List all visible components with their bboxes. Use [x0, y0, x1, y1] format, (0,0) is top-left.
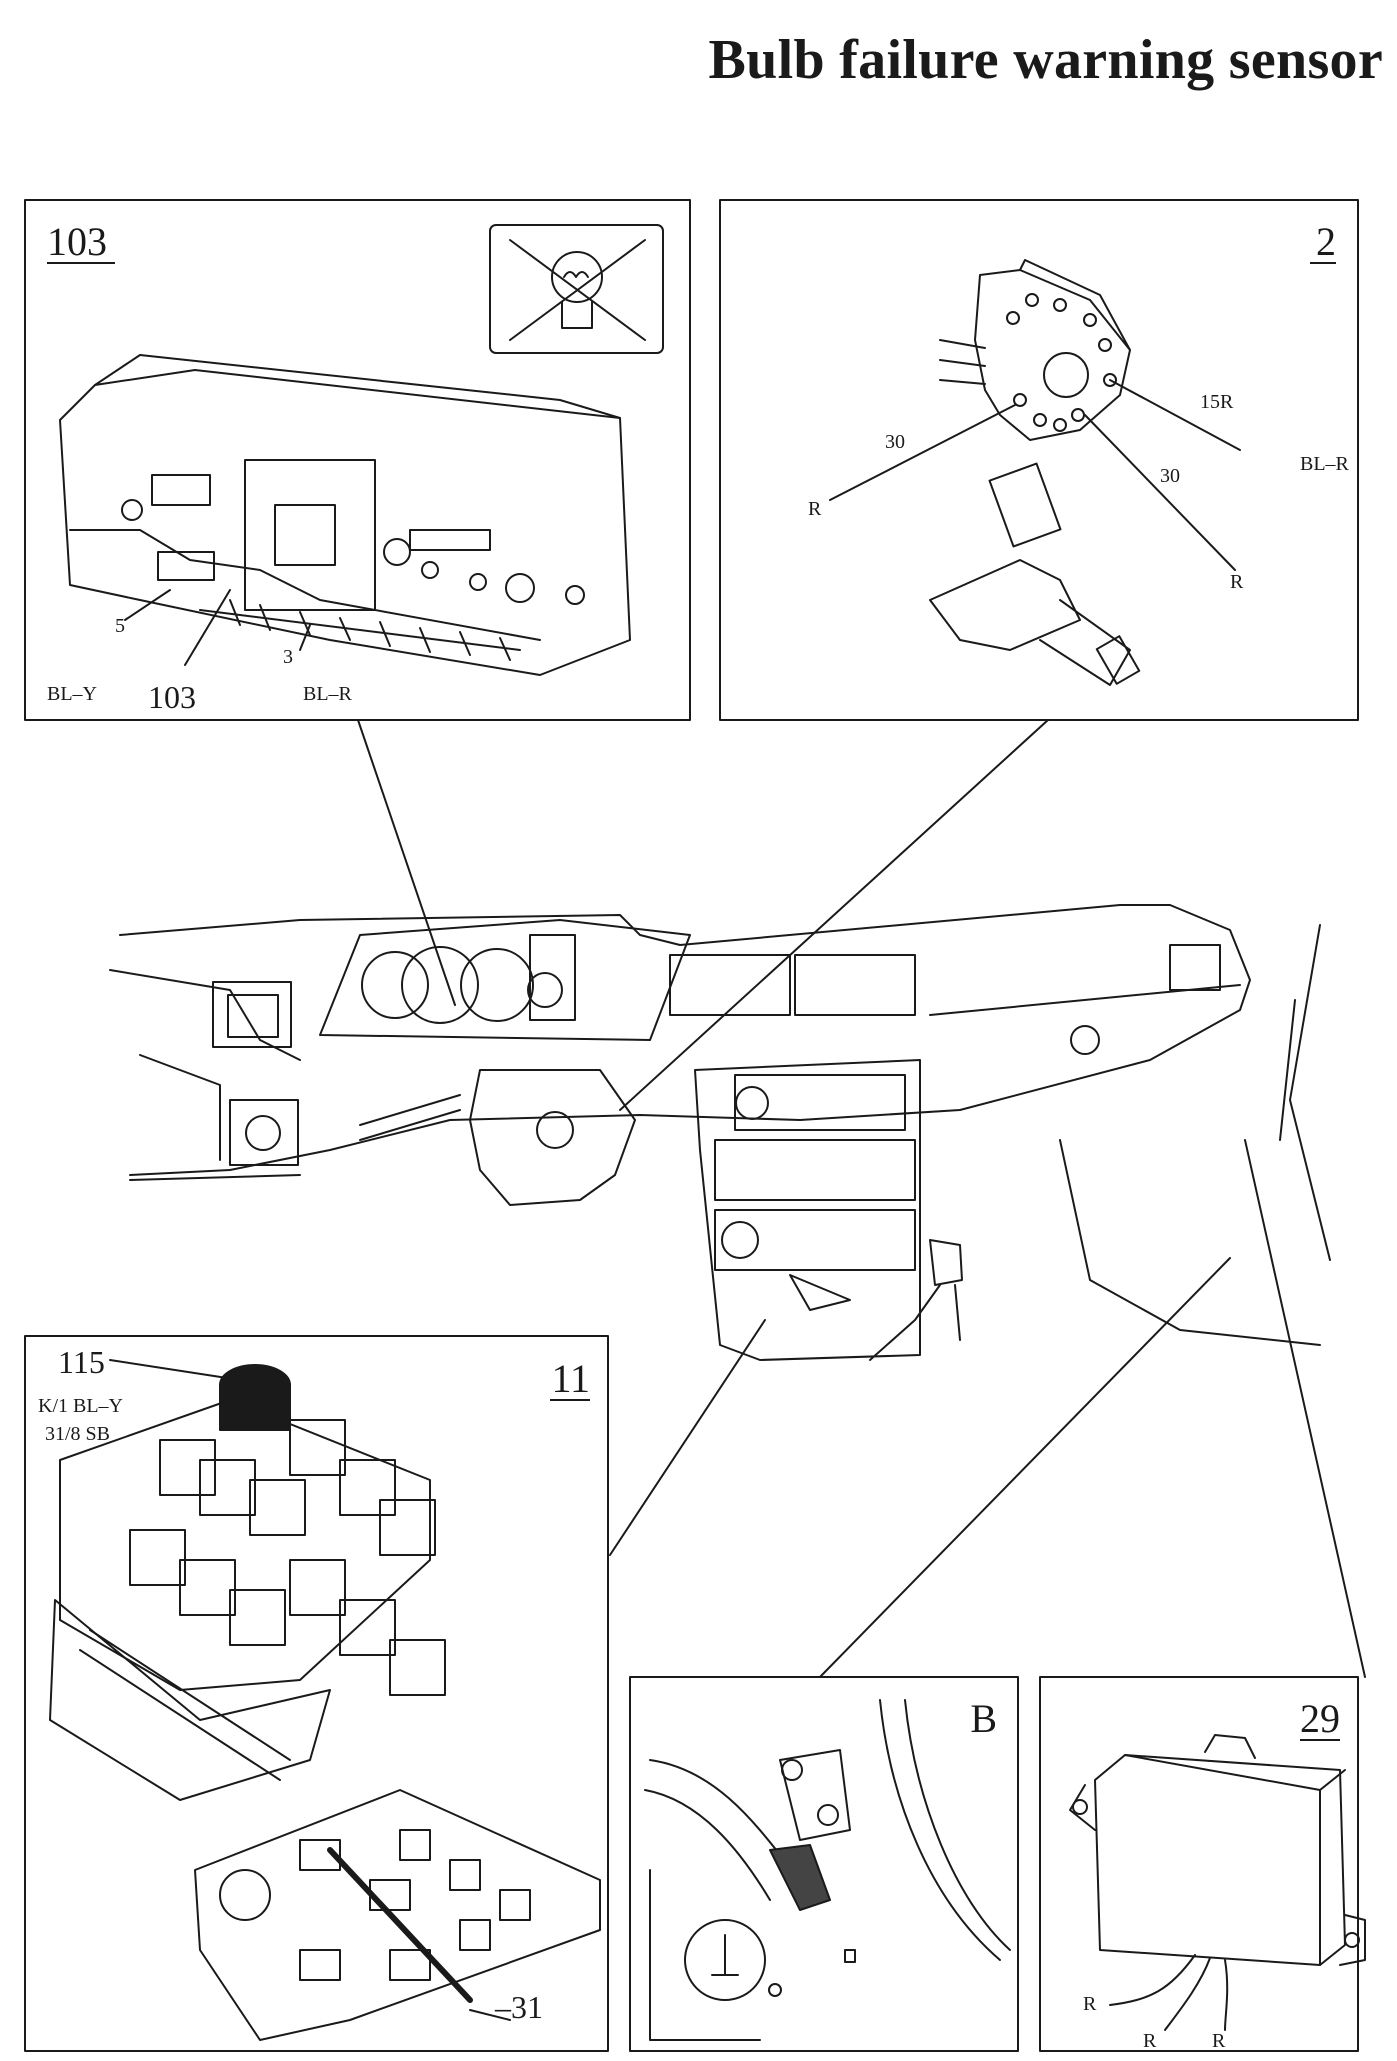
leader-line-instrument	[357, 719, 456, 1006]
panel-number-sensor: 29	[1300, 1696, 1340, 1741]
label-115: 115	[58, 1344, 105, 1380]
label-30-right: 30	[1160, 465, 1180, 487]
panel-light-switch	[719, 199, 1359, 721]
panel-number-ground: B	[970, 1696, 997, 1741]
panel-number-relay: 11	[551, 1356, 590, 1401]
label-pin-5: 5	[115, 615, 125, 637]
panel-sensor-unit	[1039, 1676, 1366, 2052]
dashboard-illustration	[109, 904, 1331, 1361]
label-r-left: R	[808, 498, 822, 520]
label-minus-31: –31	[494, 1989, 543, 2025]
label-ref-103: 103	[148, 679, 196, 715]
label-bl-r-switch: BL–R	[1300, 453, 1350, 475]
leader-line-sensor	[1244, 1139, 1366, 1678]
label-15r: 15R	[1200, 391, 1234, 413]
label-r-right: R	[1230, 571, 1244, 593]
bulb-failure-icon	[489, 224, 664, 354]
panel-instrument-cluster	[24, 199, 691, 721]
label-30-left: 30	[885, 431, 905, 453]
label-bl-y: BL–Y	[47, 683, 97, 705]
label-r-2: R	[1143, 2030, 1157, 2052]
panel-number-switch: 2	[1316, 219, 1336, 264]
leader-line-relay	[609, 1319, 766, 1556]
label-31-8-sb: 31/8 SB	[45, 1423, 110, 1445]
panel-number-instrument: 103	[47, 219, 107, 264]
panel-ground-point	[629, 1676, 1019, 2052]
label-k1-bl-y: K/1 BL–Y	[38, 1395, 123, 1417]
panel-relay-box	[24, 1335, 609, 2052]
leader-line-ground	[819, 1257, 1231, 1678]
label-pin-3: 3	[283, 646, 293, 668]
page-title: Bulb failure warning sensor	[708, 29, 1383, 91]
label-bl-r: BL–R	[303, 683, 353, 705]
label-r-3: R	[1212, 2030, 1226, 2052]
label-r-1: R	[1083, 1993, 1097, 2015]
leader-line-switch	[619, 719, 1049, 1111]
